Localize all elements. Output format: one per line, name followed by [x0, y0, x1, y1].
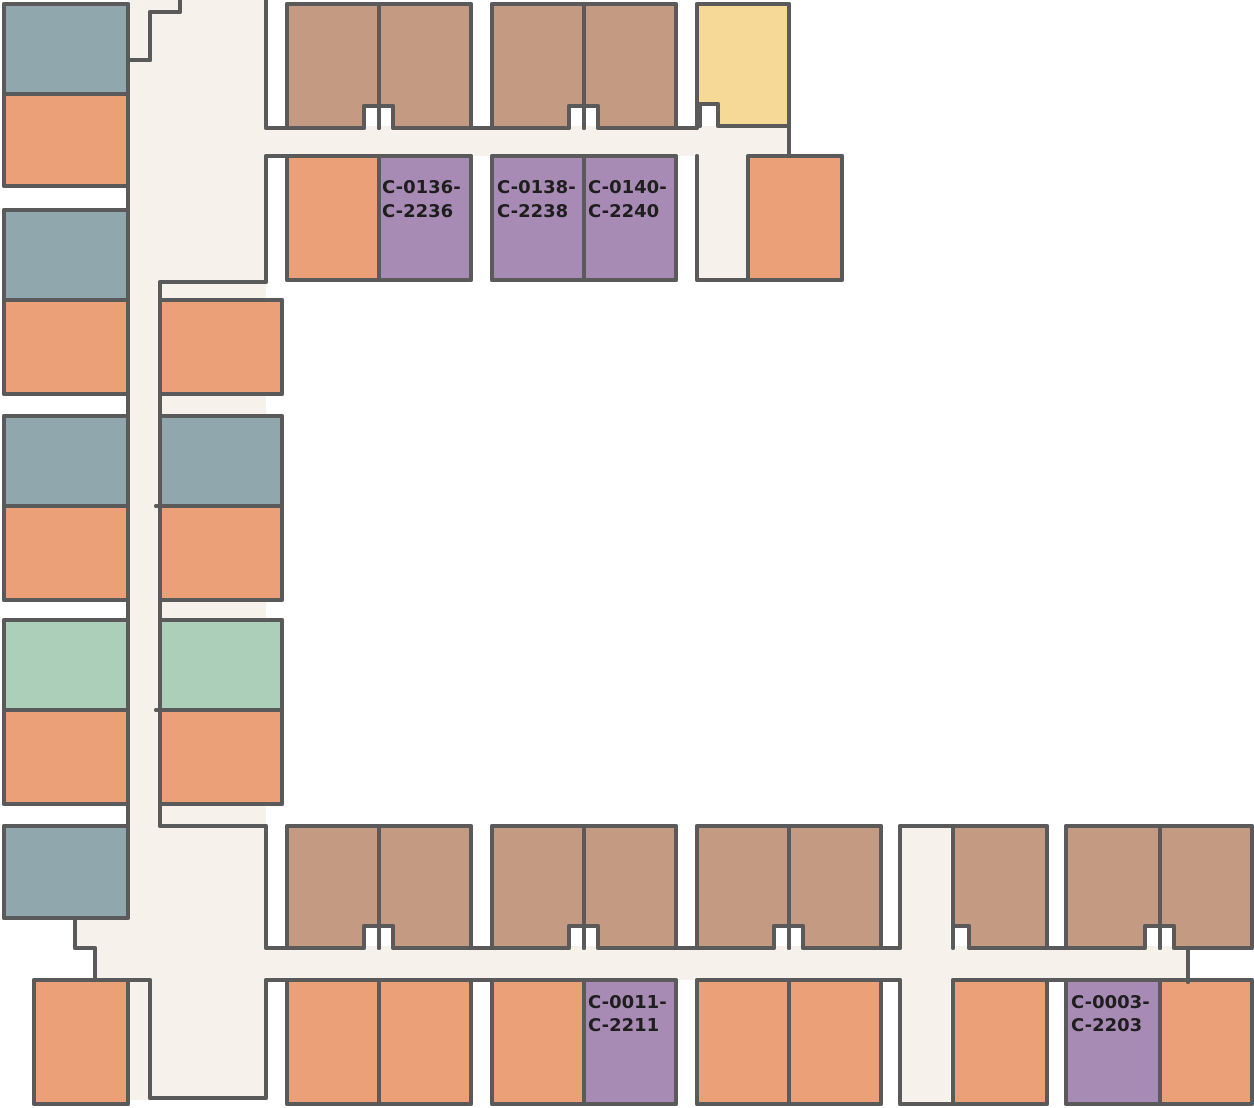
unit-label-c0136: C-0136- C-2236	[382, 177, 467, 222]
unit-w3[interactable]	[2, 208, 130, 302]
unit-n5[interactable]	[695, 2, 791, 128]
unit-wi4[interactable]	[158, 618, 284, 712]
unit-sb3[interactable]	[490, 978, 586, 1106]
unit-s4[interactable]	[582, 824, 678, 950]
corridor-south	[266, 946, 1190, 980]
unit-s3[interactable]	[490, 824, 586, 950]
unit-w5[interactable]	[2, 414, 130, 508]
unit-label-c0011-line2: C-2211	[588, 1015, 659, 1036]
unit-label-c0136-line1: C-0136-	[382, 177, 461, 198]
unit-s1[interactable]	[285, 824, 381, 950]
unit-w8[interactable]	[2, 708, 130, 806]
unit-label-c0136-line2: C-2236	[382, 201, 453, 222]
corridor-wall-19	[879, 978, 955, 1106]
unit-sb1[interactable]	[285, 978, 381, 1106]
unit-n1[interactable]	[285, 2, 381, 130]
unit-s7[interactable]	[951, 824, 1049, 950]
unit-wi5[interactable]	[158, 708, 284, 806]
unit-ns4[interactable]	[582, 154, 678, 282]
unit-label-c0003: C-0003- C-2203	[1071, 992, 1156, 1036]
corridor-layer	[75, 0, 1190, 1104]
unit-sb2[interactable]	[377, 978, 473, 1106]
unit-sb7[interactable]	[951, 978, 1049, 1106]
unit-n2[interactable]	[377, 2, 473, 130]
unit-ns5[interactable]	[746, 154, 844, 282]
unit-s2[interactable]	[377, 824, 473, 950]
unit-wi3[interactable]	[158, 504, 284, 602]
corridor-south-spur	[900, 826, 950, 1104]
corridor-wall-6	[158, 154, 289, 950]
unit-s6[interactable]	[787, 824, 883, 950]
unit-label-c0140-line1: C-0140-	[588, 177, 667, 198]
unit-wi2[interactable]	[158, 414, 284, 508]
corridor-wall-11	[695, 154, 750, 282]
unit-sb5[interactable]	[695, 978, 791, 1106]
unit-sb4[interactable]	[582, 978, 678, 1106]
unit-label-c0140-line2: C-2240	[588, 201, 659, 222]
unit-sb9[interactable]	[1158, 978, 1254, 1106]
unit-w4[interactable]	[2, 298, 130, 396]
unit-sb6[interactable]	[787, 978, 883, 1106]
unit-ns2[interactable]	[377, 154, 473, 282]
corridor-wall-2	[264, 0, 289, 130]
unit-s9[interactable]	[1158, 824, 1254, 950]
corridor-wall-17	[126, 978, 289, 1100]
unit-label-c0011-line1: C-0011-	[588, 992, 667, 1013]
unit-label-c0138-line1: C-0138-	[497, 177, 576, 198]
unit-s8[interactable]	[1064, 824, 1162, 950]
unit-s5[interactable]	[695, 824, 791, 950]
corridor-north-spur	[696, 126, 748, 280]
unit-label-c0138-line2: C-2238	[497, 201, 568, 222]
unit-ns1[interactable]	[285, 154, 381, 282]
corridor-wall-16	[73, 916, 97, 982]
unit-label-c0138: C-0138- C-2238	[497, 177, 582, 222]
unit-w2[interactable]	[2, 92, 130, 188]
unit-w7[interactable]	[2, 618, 130, 712]
unit-label-c0011: C-0011- C-2211	[588, 992, 673, 1036]
label-layer: C-0136- C-2236 C-0138- C-2238 C-0140- C-…	[382, 177, 1156, 1036]
corridor-wall-0	[148, 0, 182, 62]
unit-label-c0003-line2: C-2203	[1071, 1015, 1142, 1036]
unit-n4[interactable]	[582, 2, 678, 130]
unit-wi1[interactable]	[158, 298, 284, 396]
unit-w1[interactable]	[2, 2, 130, 96]
unit-w6[interactable]	[2, 504, 130, 602]
corridor-wall-9	[879, 824, 955, 950]
unit-w9[interactable]	[2, 824, 130, 920]
unit-n3[interactable]	[490, 2, 586, 130]
unit-label-c0140: C-0140- C-2240	[588, 177, 673, 222]
unit-sb0[interactable]	[32, 978, 130, 1106]
unit-label-c0003-line1: C-0003-	[1071, 992, 1150, 1013]
